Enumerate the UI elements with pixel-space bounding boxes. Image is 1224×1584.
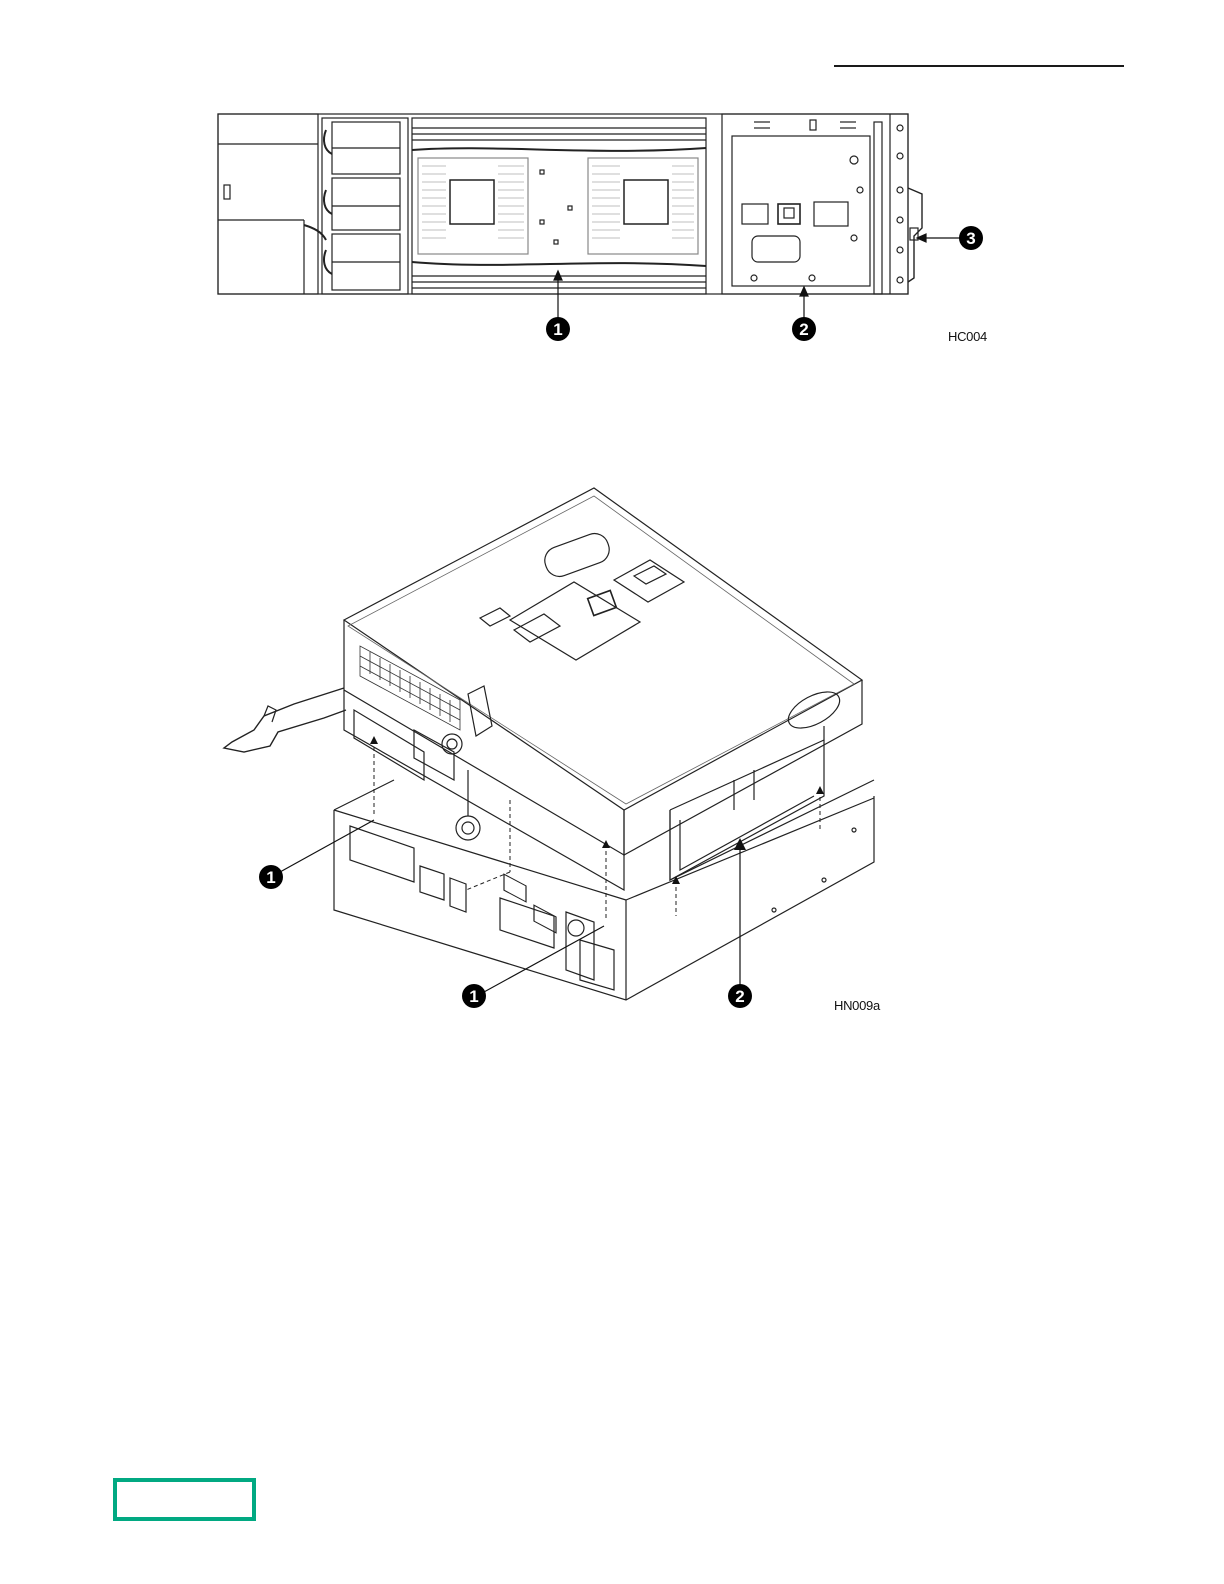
- callout-1b: 1: [469, 987, 478, 1006]
- isometric-illustration: 1 1 2: [214, 480, 884, 1030]
- figure-isometric-view: 1 1 2 HN009a: [214, 480, 884, 1030]
- top-view-illustration: 1 2 3: [214, 110, 1004, 350]
- callout-2b: 2: [735, 987, 744, 1006]
- figure-top-view: 1 2 3 HC004: [214, 110, 1004, 350]
- callout-2: 2: [799, 320, 808, 339]
- header-rule: [834, 65, 1124, 67]
- hpe-logo-icon: [113, 1478, 256, 1521]
- figure-code-hc004: HC004: [948, 329, 987, 344]
- callout-1: 1: [553, 320, 562, 339]
- figure-code-hn009a: HN009a: [834, 998, 880, 1013]
- callout-1a: 1: [266, 868, 275, 887]
- callout-3: 3: [966, 229, 975, 248]
